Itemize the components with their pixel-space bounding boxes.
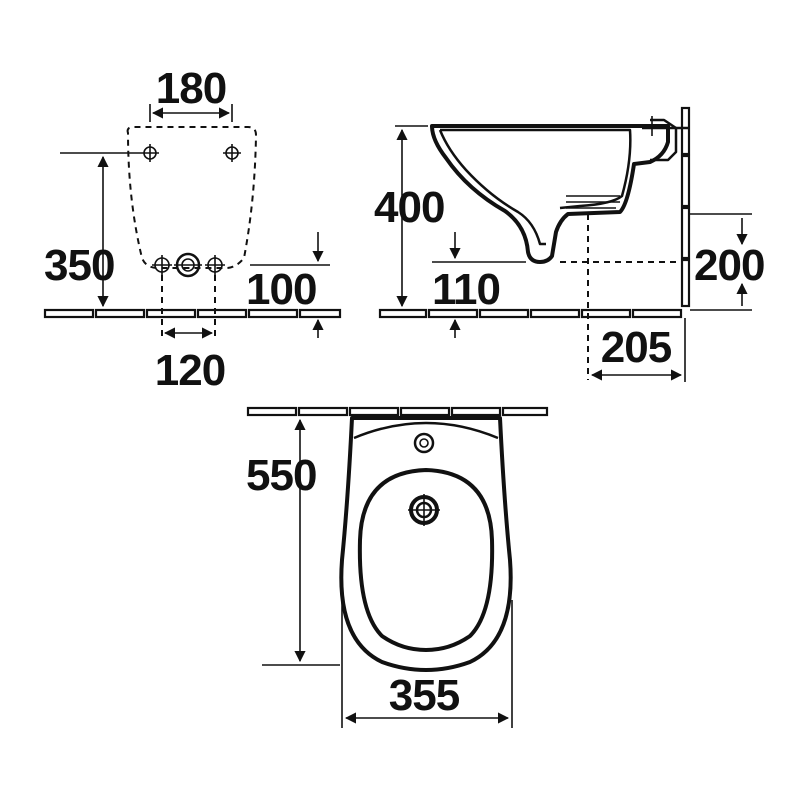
side-view: 400 110 200 205 [374, 106, 765, 382]
dimension-120: 120 [155, 327, 226, 395]
dimension-550: 550 [246, 418, 340, 666]
bidet-side-profile [430, 124, 670, 264]
rear-view: 180 350 100 120 [43, 64, 342, 395]
projection-label: 550 [246, 451, 316, 500]
outlet-height-label: 110 [432, 265, 500, 314]
dimension-355: 355 [341, 600, 513, 728]
top-view-wall [246, 406, 549, 417]
drain-hole-icon [174, 252, 202, 278]
dimension-100: 100 [246, 232, 330, 338]
dimension-110: 110 [432, 232, 526, 338]
rear-view-outline [126, 126, 258, 269]
fixing-height-label: 350 [44, 241, 114, 290]
tap-hole-icon [413, 432, 435, 454]
inlet-hole-icon [205, 255, 225, 275]
bidet-top-outline [339, 416, 513, 672]
dimension-400: 400 [374, 125, 445, 308]
fixing-hole-icon [223, 144, 241, 162]
dimension-205: 205 [590, 318, 686, 382]
width-label: 355 [389, 671, 460, 720]
bidet-bowl [357, 468, 495, 652]
fixing-hole-icon [141, 144, 159, 162]
fixing-bracket-icon [642, 116, 688, 162]
waste-height-label: 200 [694, 241, 764, 290]
rear-hole-spacing-label: 180 [156, 64, 226, 113]
dimension-350: 350 [44, 152, 141, 308]
top-view: 550 355 [246, 406, 549, 728]
rear-view-floor [43, 308, 342, 319]
drain-icon [408, 494, 440, 526]
side-view-floor [378, 308, 683, 319]
dimension-200: 200 [690, 213, 765, 311]
inlet-spacing-label: 120 [155, 346, 225, 395]
waste-projection-label: 205 [601, 323, 672, 372]
dimension-180: 180 [149, 64, 233, 122]
inlet-height-label: 100 [246, 265, 316, 314]
inlet-hole-icon [152, 255, 172, 275]
bowl-height-label: 400 [374, 183, 444, 232]
side-view-wall [680, 106, 691, 308]
